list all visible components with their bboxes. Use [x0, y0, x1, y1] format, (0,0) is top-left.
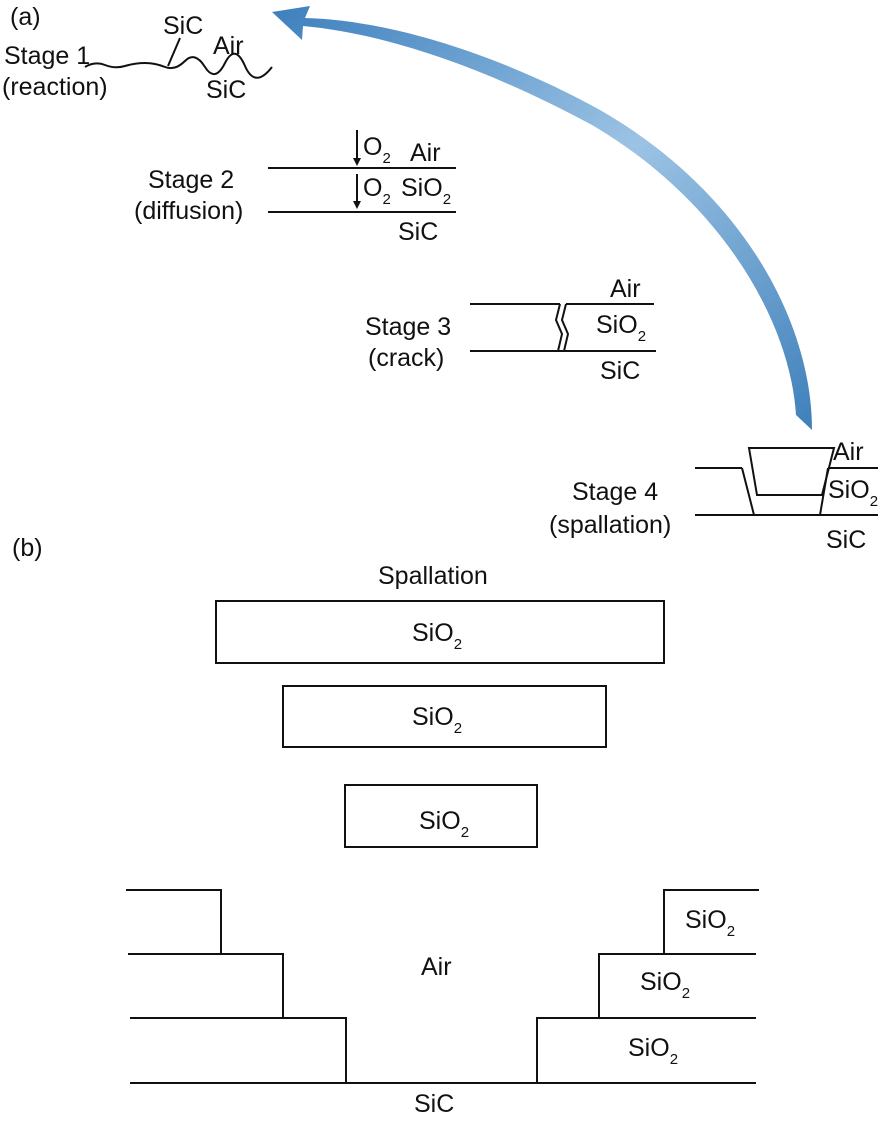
panel-a-label: (a) — [10, 3, 41, 31]
step-2-label: SiO2 — [640, 968, 690, 1002]
stage-4-subtitle: (spallation) — [549, 511, 671, 539]
stage-2: Stage 2 (diffusion) O2 Air O2 SiO2 SiC — [134, 130, 456, 246]
stage-3: Stage 3 (crack) Air SiO2 SiC — [365, 275, 656, 385]
stage-1-pointer-line — [167, 37, 181, 67]
stage-1-wavy-interface — [84, 52, 273, 79]
step-1-label: SiO2 — [685, 906, 735, 940]
stage-3-crack-right — [560, 303, 570, 352]
stage-2-o2-top: O2 — [363, 133, 391, 167]
stage-1-sic-bottom-label: SiC — [206, 76, 246, 104]
cycle-return-arrow — [272, 6, 812, 430]
stage-4-pit-left-wall — [741, 467, 755, 516]
stage-3-crack-left — [554, 303, 564, 352]
stage-4-spalled-flake — [747, 447, 836, 496]
stage-2-arrowhead-top-icon — [353, 158, 361, 166]
stage-2-o2-mid: O2 — [363, 174, 391, 208]
spalled-layer-box-3 — [344, 784, 538, 848]
box-1-label: SiO2 — [412, 619, 462, 653]
stage-2-title: Stage 2 — [148, 166, 234, 194]
stage-2-sic-label: SiC — [398, 218, 438, 246]
stage-4-sic-label: SiC — [826, 526, 866, 554]
stage-3-subtitle: (crack) — [368, 344, 444, 372]
stage-3-sic-label: SiC — [600, 357, 640, 385]
stage-1-subtitle: (reaction) — [2, 73, 108, 101]
step-3-label: SiO2 — [628, 1034, 678, 1068]
panel-b-label: (b) — [12, 534, 43, 562]
stage-3-sio2-label: SiO2 — [596, 311, 646, 345]
stage-2-subtitle: (diffusion) — [134, 197, 243, 225]
box-3-label: SiO2 — [419, 807, 469, 841]
stage-2-air-label: Air — [410, 139, 441, 167]
stage-3-title: Stage 3 — [365, 313, 451, 341]
stage-1-title: Stage 1 — [4, 42, 90, 70]
stage-1: Stage 1 (reaction) SiC Air SiC — [2, 12, 273, 104]
stage-4: Stage 4 (spallation) Air SiO2 SiC — [549, 438, 878, 554]
pit-sic-label: SiC — [414, 1090, 454, 1118]
spalled-layer-box-1 — [215, 600, 665, 664]
panel-b-title: Spallation — [378, 562, 488, 590]
stage-2-arrowhead-mid-icon — [353, 201, 361, 209]
stage-4-title: Stage 4 — [572, 478, 658, 506]
stage-4-sio2-label: SiO2 — [828, 476, 878, 510]
box-2-label: SiO2 — [412, 703, 462, 737]
pit-air-label: Air — [421, 953, 452, 981]
pit-right-steps — [536, 889, 759, 1083]
pit-left-steps — [126, 889, 347, 1083]
stage-4-air-label: Air — [833, 438, 864, 466]
stage-1-sic-top-label: SiC — [163, 12, 203, 40]
stage-2-sio2-label: SiO2 — [401, 174, 451, 208]
stage-3-air-label: Air — [610, 275, 641, 303]
spalled-layer-box-2 — [282, 685, 607, 748]
stage-1-air-label: Air — [213, 32, 244, 60]
